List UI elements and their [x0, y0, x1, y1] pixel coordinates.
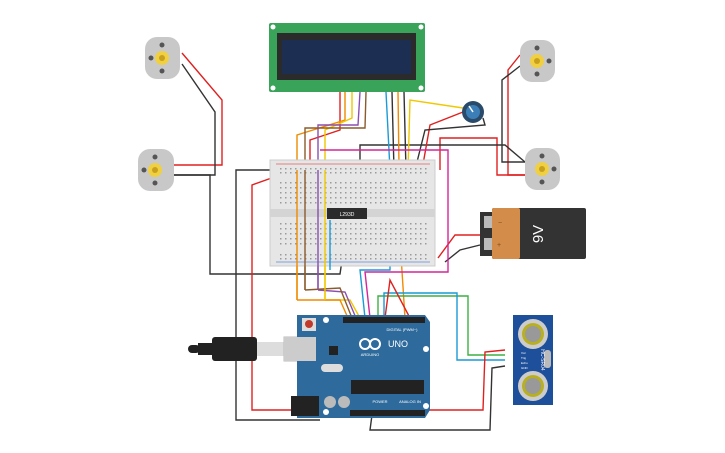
wire [304, 287, 353, 319]
wire [377, 295, 505, 356]
wire [383, 292, 505, 361]
motor-right[interactable] [525, 148, 560, 190]
potentiometer[interactable] [462, 101, 484, 123]
arduino-brand: ARDUINO [361, 352, 379, 357]
wire [444, 244, 481, 263]
battery-minus: − [498, 220, 502, 227]
power-label: POWER [372, 399, 387, 404]
breadboard-wires [296, 170, 331, 300]
battery-9v[interactable]: − + 9V [480, 208, 586, 259]
wire [359, 91, 391, 319]
wire [174, 52, 223, 166]
lcd-display[interactable] [269, 23, 425, 92]
pin-gnd: GND [521, 366, 529, 370]
battery-label: 9V [530, 225, 547, 243]
wire [174, 63, 216, 176]
wire [403, 91, 407, 171]
wire [320, 149, 449, 319]
pin-echo: Echo [521, 361, 528, 365]
pin-trig: Trig [521, 356, 526, 360]
ultrasonic-sensor[interactable]: HC-SR04 Vcc Trig Echo GND [513, 315, 553, 405]
wire [384, 277, 411, 319]
digital-label: DIGITAL (PWM~) [387, 327, 419, 332]
battery-plus: + [497, 242, 501, 249]
pin-vcc: Vcc [521, 351, 527, 355]
motor-top-right[interactable] [520, 40, 555, 82]
motor-top-left[interactable] [145, 37, 180, 79]
chip-label: L293D [340, 212, 355, 218]
wire [369, 365, 506, 431]
wire [437, 234, 480, 259]
analog-label: ANALOG IN [399, 399, 421, 404]
wire [439, 137, 525, 176]
sensor-label: HC-SR04 [539, 349, 545, 371]
wire [421, 111, 464, 171]
wire [317, 289, 357, 319]
wire [235, 169, 320, 421]
l293d-chip[interactable]: L293D [327, 208, 367, 219]
wire [391, 91, 395, 171]
wire [501, 65, 525, 163]
wire [359, 144, 526, 165]
arduino-model: UNO [388, 339, 408, 349]
wire [297, 299, 349, 319]
arduino-uno[interactable]: ARDUINO UNO DIGITAL (PWM~) POWER ANALOG … [284, 315, 430, 418]
wire [407, 99, 464, 171]
motor-left[interactable] [138, 149, 174, 191]
